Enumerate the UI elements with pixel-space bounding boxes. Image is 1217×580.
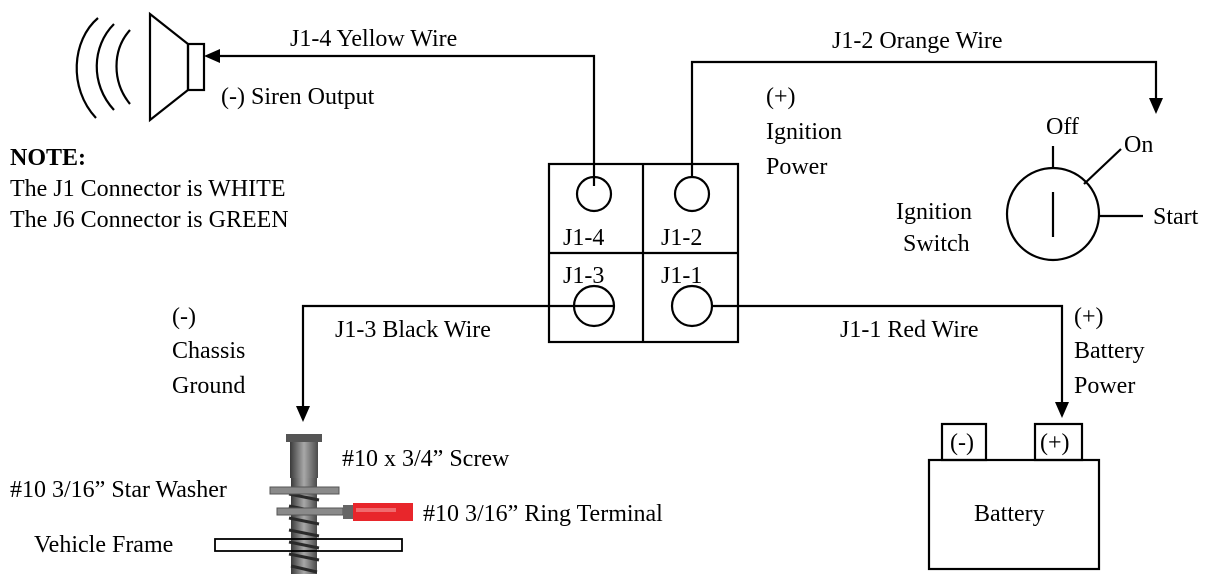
ring-terminal-label: #10 3/16” Ring Terminal [423,501,663,527]
screw-icon [286,434,322,574]
red-wire-arrowhead [1055,402,1069,418]
ignition-switch-label-2: Switch [903,231,970,257]
vehicle-frame-label: Vehicle Frame [34,532,173,558]
orange-wire [690,60,1158,177]
ignition-switch-icon [1005,146,1143,262]
ring-terminal-icon [343,503,413,521]
ignition-switch-label-1: Ignition [896,199,972,225]
chassis-word: Chassis [172,338,245,364]
orange-wire-label: J1-2 Orange Wire [832,28,1003,54]
ring-terminal-washer [276,507,344,516]
siren-speaker-icon [75,11,206,123]
pin-j1-4 [575,175,613,213]
battery-power-word: Battery [1074,338,1145,364]
pin-j1-2-label: J1-2 [661,225,702,251]
yellow-wire-arrowhead [204,49,220,63]
ignition-power-word-2: Power [766,154,827,180]
yellow-wire [212,54,596,186]
siren-output-label: (-) Siren Output [221,84,375,110]
pin-j1-1-label: J1-1 [661,263,702,289]
battery-terminal-negative: (-) [950,430,974,456]
chassis-ground-word: Ground [172,373,245,399]
ignition-power-word: Ignition [766,119,842,145]
pin-j1-1 [670,284,714,328]
note-line-1: The J1 Connector is WHITE [10,176,286,202]
battery-icon [927,422,1101,571]
battery-power-word-2: Power [1074,373,1135,399]
red-wire-label: J1-1 Red Wire [840,317,979,343]
battery-power-plus: (+) [1074,304,1104,330]
note-title: NOTE: [10,145,86,171]
chassis-minus-label: (-) [172,304,196,330]
red-wire [712,304,1064,408]
pin-j1-2 [673,175,711,213]
switch-start-label: Start [1153,204,1199,230]
black-wire-arrowhead [296,406,310,422]
vehicle-frame [214,538,403,552]
star-washer-label: #10 3/16” Star Washer [10,477,227,503]
orange-wire-arrowhead [1149,98,1163,114]
black-wire-label: J1-3 Black Wire [335,317,491,343]
note-line-2: The J6 Connector is GREEN [10,207,289,233]
pin-j1-4-label: J1-4 [563,225,604,251]
ignition-power-plus: (+) [766,84,796,110]
star-washer [269,486,340,495]
black-wire [301,304,614,412]
pin-j1-3-label: J1-3 [563,263,604,289]
switch-off-label: Off [1046,114,1079,140]
j1-connector [547,162,740,344]
switch-on-label: On [1124,132,1153,158]
screw-label: #10 x 3/4” Screw [342,446,510,472]
battery-body-label: Battery [974,501,1045,527]
yellow-wire-label: J1-4 Yellow Wire [290,26,457,52]
battery-terminal-positive: (+) [1040,430,1070,456]
